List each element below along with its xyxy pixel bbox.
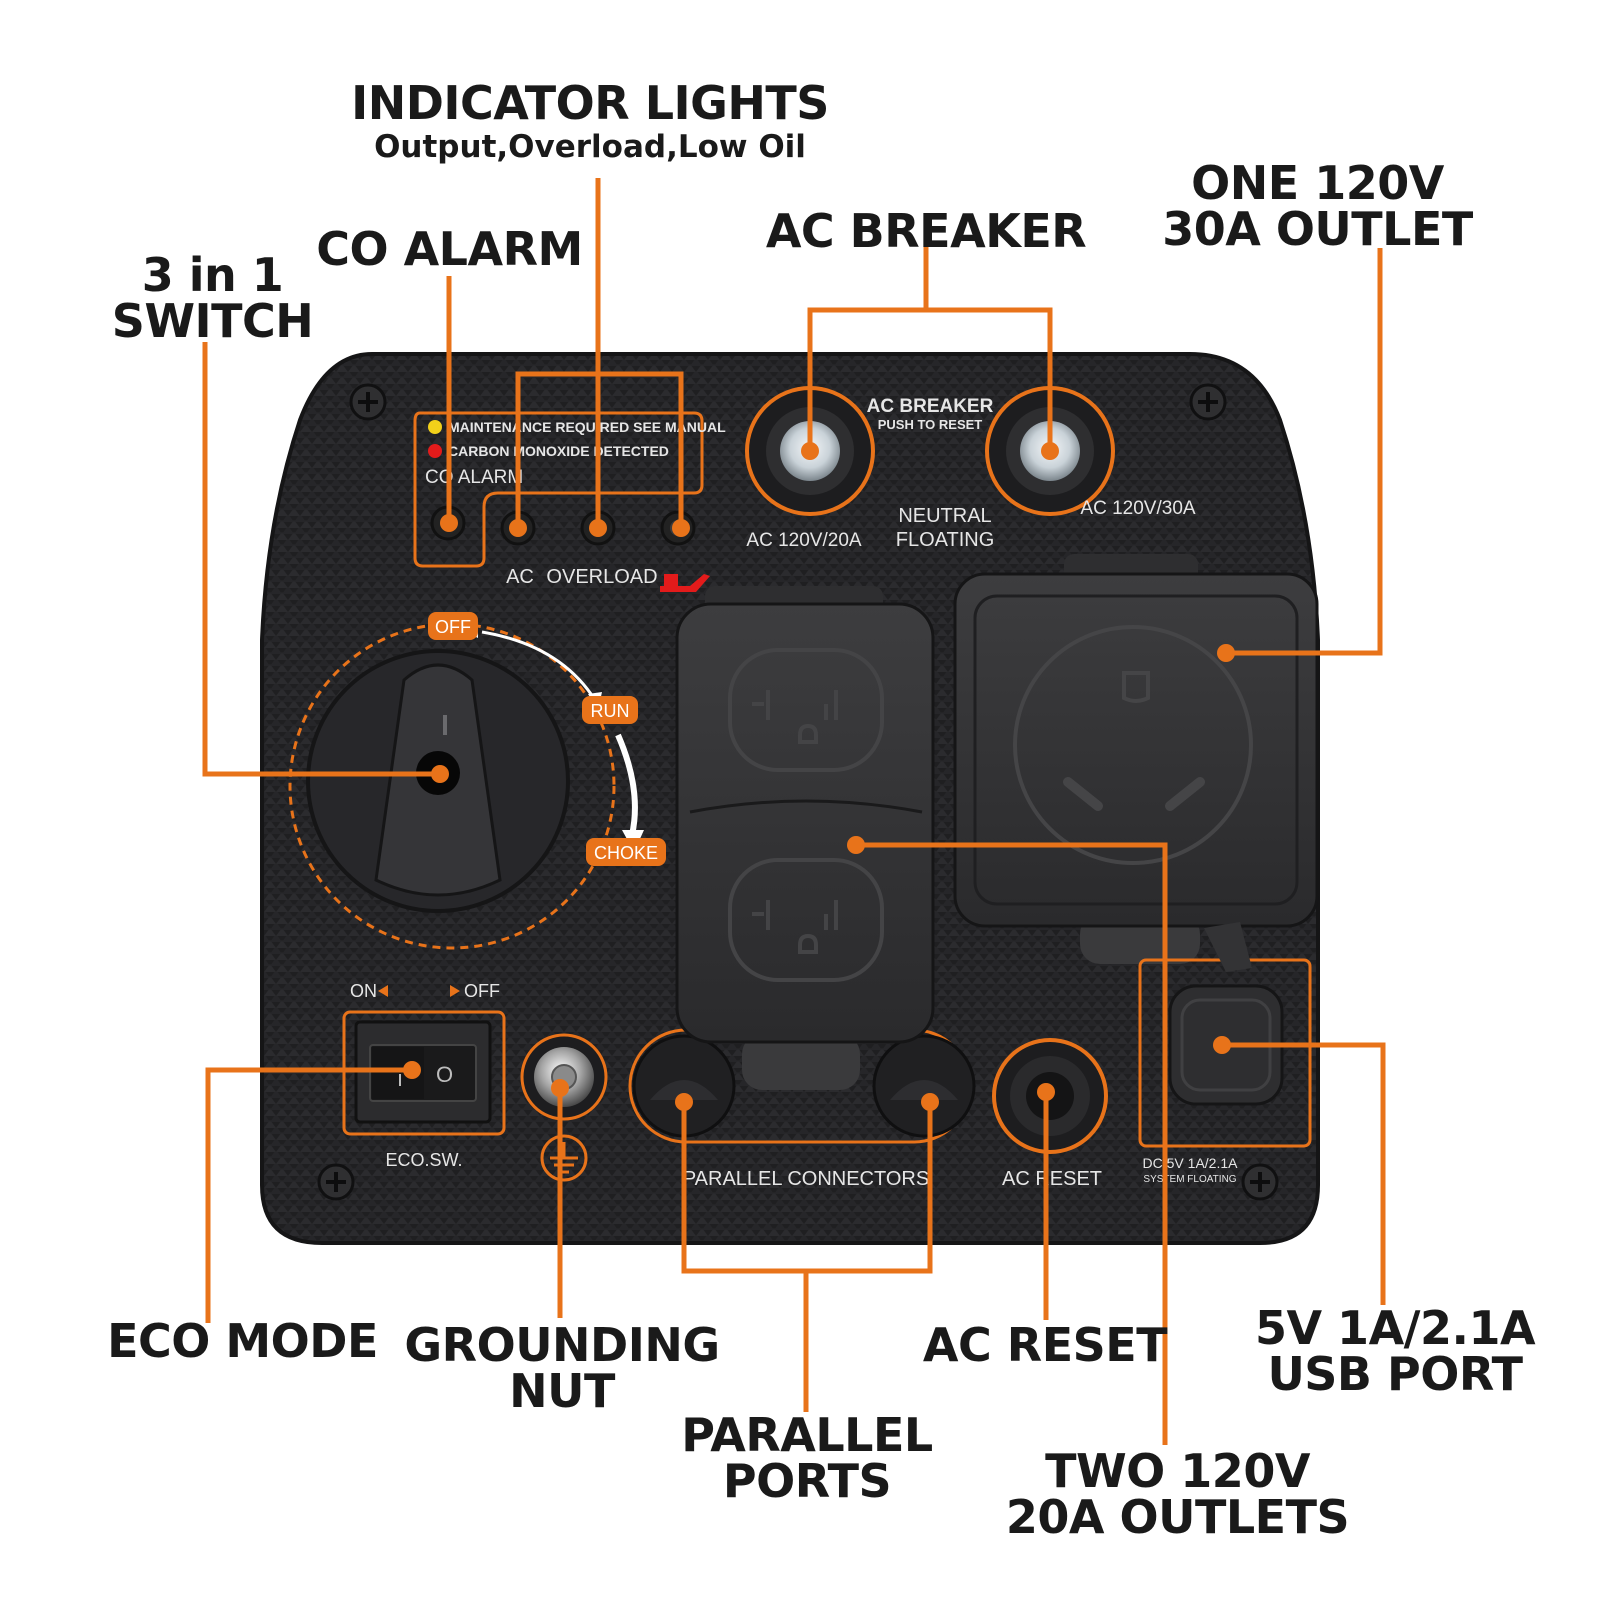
grounding-nut-callout: GROUNDING NUT bbox=[392, 1322, 732, 1414]
screw-icon bbox=[1241, 1163, 1279, 1201]
three-in-one-switch-callout: 3 in 1 SWITCH bbox=[100, 252, 325, 344]
co-detected-text: CARBON MONOXIDE DETECTED bbox=[448, 443, 669, 459]
switch-line2: SWITCH bbox=[111, 294, 314, 348]
one-30a-line2: 30A OUTLET bbox=[1162, 202, 1473, 256]
eco-mode-title: ECO MODE bbox=[107, 1314, 378, 1368]
screw-icon bbox=[349, 383, 387, 421]
co-alarm-panel-label: CO ALARM bbox=[425, 467, 523, 488]
switch-arrow-off-run bbox=[481, 630, 597, 701]
breaker-30a-label: AC 120V/30A bbox=[1080, 498, 1195, 519]
eco-switch-frame bbox=[342, 1010, 506, 1136]
usb-line2: USB PORT bbox=[1267, 1347, 1523, 1401]
svg-text:OFF: OFF bbox=[435, 617, 471, 637]
ac-breaker-title: AC BREAKER bbox=[765, 204, 1087, 258]
overload-indicator-label: OVERLOAD bbox=[546, 566, 657, 588]
indicator-frame bbox=[413, 411, 704, 568]
switch-line1: 3 in 1 bbox=[141, 248, 284, 302]
one-30a-line1: ONE 120V bbox=[1191, 156, 1444, 210]
off-badge: OFF bbox=[428, 612, 478, 640]
co-alarm-title: CO ALARM bbox=[316, 222, 583, 276]
leader-lines bbox=[202, 178, 1386, 1445]
co-dot-icon bbox=[428, 444, 442, 458]
two-20a-outlets-callout: TWO 120V 20A OUTLETS bbox=[1000, 1448, 1355, 1540]
maintenance-dot-icon bbox=[428, 420, 442, 434]
co-alarm-callout: CO ALARM bbox=[312, 226, 587, 272]
eco-on-label: ON bbox=[350, 981, 377, 1001]
grounding-line2: NUT bbox=[509, 1364, 615, 1418]
screw-icon bbox=[1189, 383, 1227, 421]
grounding-nut[interactable] bbox=[520, 1033, 608, 1121]
breaker-title: AC BREAKER bbox=[867, 396, 994, 417]
svg-text:CHOKE: CHOKE bbox=[594, 843, 658, 863]
outlet-30a-cover[interactable] bbox=[953, 554, 1319, 964]
choke-badge: CHOKE bbox=[586, 838, 666, 866]
eco-sw-label: ECO.SW. bbox=[385, 1150, 462, 1170]
eco-mode-switch[interactable]: O bbox=[354, 1020, 492, 1124]
grounding-line1: GROUNDING bbox=[404, 1318, 720, 1372]
breaker-subtitle: PUSH TO RESET bbox=[878, 417, 983, 432]
floating-label: FLOATING bbox=[896, 529, 995, 551]
outlet-20a-cover[interactable] bbox=[675, 586, 935, 1090]
ac-reset-callout: AC RESET bbox=[900, 1322, 1190, 1368]
dc-usb-label: DC 5V 1A/2.1A bbox=[1143, 1155, 1239, 1171]
indicator-lights-title: INDICATOR LIGHTS bbox=[351, 76, 829, 130]
breaker-20a-label: AC 120V/20A bbox=[746, 530, 861, 551]
neutral-label: NEUTRAL bbox=[898, 505, 991, 527]
svg-text:O: O bbox=[436, 1062, 453, 1087]
eco-mode-callout: ECO MODE bbox=[100, 1318, 385, 1364]
indicator-lights-subtitle: Output,Overload,Low Oil bbox=[374, 129, 806, 165]
eco-off-arrow-icon bbox=[450, 985, 460, 997]
ac-reset-panel-label: AC RESET bbox=[1002, 1168, 1102, 1190]
usb-line1: 5V 1A/2.1A bbox=[1254, 1301, 1536, 1355]
eco-off-label: OFF bbox=[464, 981, 500, 1001]
ac-reset-title: AC RESET bbox=[922, 1318, 1168, 1372]
ac-breaker-callout: AC BREAKER bbox=[760, 208, 1092, 254]
parallel-line1: PARALLEL bbox=[681, 1408, 933, 1462]
ac-indicator-label: AC bbox=[506, 566, 534, 588]
parallel-port-left[interactable] bbox=[632, 1034, 736, 1138]
parallel-port-right[interactable] bbox=[872, 1034, 976, 1138]
two-20a-line2: 20A OUTLETS bbox=[1005, 1490, 1350, 1544]
run-badge: RUN bbox=[582, 696, 638, 724]
parallel-line2: PORTS bbox=[722, 1454, 892, 1508]
indicator-lights-callout: INDICATOR LIGHTS Output,Overload,Low Oil bbox=[340, 80, 840, 163]
two-20a-line1: TWO 120V bbox=[1045, 1444, 1310, 1498]
eco-on-arrow-icon bbox=[378, 985, 388, 997]
parallel-connectors-label: PARALLEL CONNECTORS bbox=[683, 1168, 929, 1190]
usb-port-callout: 5V 1A/2.1A USB PORT bbox=[1240, 1305, 1550, 1397]
leader-dots bbox=[403, 442, 1235, 1111]
svg-text:RUN: RUN bbox=[591, 701, 630, 721]
switch-arrow-run-choke bbox=[615, 733, 638, 836]
ground-symbol-icon bbox=[540, 1134, 588, 1182]
parallel-ports-callout: PARALLEL PORTS bbox=[672, 1412, 942, 1504]
system-floating-label: SYSTEM FLOATING bbox=[1143, 1174, 1236, 1185]
one-30a-outlet-callout: ONE 120V 30A OUTLET bbox=[1150, 160, 1485, 252]
screw-icon bbox=[317, 1163, 355, 1201]
maintenance-text: MAINTENANCE REQUIRED SEE MANUAL bbox=[448, 419, 726, 435]
